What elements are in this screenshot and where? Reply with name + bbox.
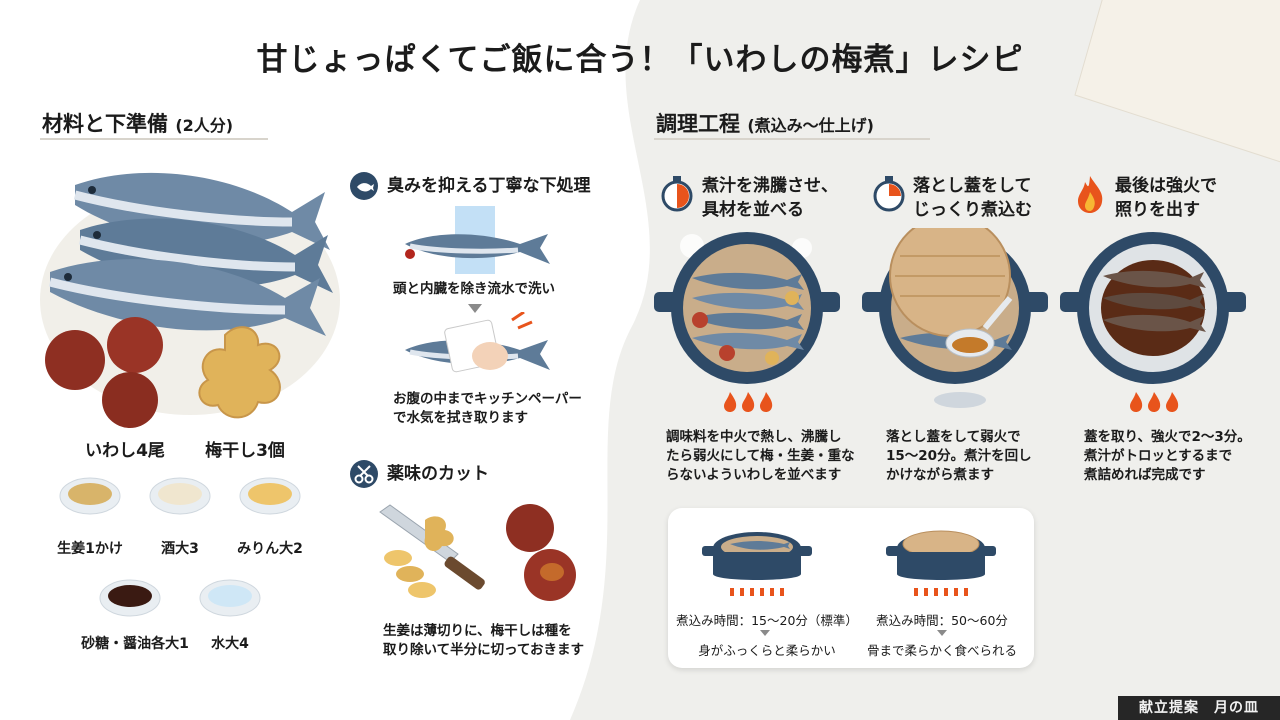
comparison-time-standard: 煮込み時間：15〜20分（標準） (676, 613, 858, 628)
ingredient-label-mirin: みりん大2 (237, 541, 303, 557)
cooking-divider (654, 138, 930, 140)
bowl-mirin-icon (239, 477, 301, 515)
flame-low-icon (724, 392, 773, 412)
arrow-down-icon (760, 630, 770, 636)
step3-title-line2: 照りを出す (1115, 200, 1200, 220)
cooking-heading: 調理工程 (煮込み〜仕上げ) (656, 108, 874, 138)
flame-high-icon (1130, 392, 1179, 412)
cut-heading: 薬味のカット (387, 464, 489, 484)
seasoning-bowls (59, 477, 301, 617)
wooden-lid-icon (889, 228, 1011, 337)
step1-desc-line3: らないよういわしを並べます (666, 467, 842, 483)
step1-title-line2: 具材を並べる (702, 200, 804, 220)
pot-small-lid-icon (886, 530, 996, 596)
step2-desc-line2: 15〜20分。煮汁を回し (886, 448, 1032, 464)
step1-title-line1: 煮汁を沸騰させ、 (702, 176, 838, 196)
ginger-icon (198, 326, 281, 419)
pot-simmering-illustration (654, 232, 840, 384)
cooking-heading-sub: (煮込み〜仕上げ) (747, 116, 874, 135)
step2-title-line1: 落とし蓋をして (913, 176, 1032, 196)
page-title: 甘じょっぱくてご飯に合う！「いわしの梅煮」レシピ (256, 42, 1024, 78)
sardine-icon (48, 259, 326, 336)
cut-ingredients-illustration (379, 504, 576, 601)
step1-desc-line1: 調味料を中火で熱し、沸騰し (666, 429, 842, 445)
pot-lid-illustration (862, 228, 1048, 408)
step2-desc-line3: かけながら煮ます (886, 467, 994, 483)
paper-note-decoration (1074, 0, 1280, 163)
step3-desc-line1: 蓋を取り、強火で2〜3分。 (1084, 429, 1251, 445)
timer-icon (873, 176, 905, 212)
scissors-icon (350, 460, 378, 488)
cut-desc-line2: 取り除いて半分に切っておきます (383, 642, 585, 658)
bowl-water-icon (199, 579, 261, 617)
ingredient-label-sake: 酒大3 (161, 541, 199, 557)
ingredients-heading-sub: (2人分) (175, 116, 234, 135)
pat-dry-illustration (405, 312, 550, 373)
flame-icon (1078, 176, 1103, 213)
footer-brand: 献立提案 月の皿 (1118, 696, 1280, 720)
step2-desc-line1: 落とし蓋をして弱火で (886, 429, 1021, 445)
ingredients-illustration (40, 172, 340, 428)
cooking-heading-main: 調理工程 (656, 112, 740, 136)
comparison-result-long: 骨まで柔らかく食べられる (866, 643, 1017, 658)
comparison-result-standard: 身がふっくらと柔らかい (698, 643, 836, 658)
step3-desc-line2: 煮汁がトロッとするまで (1084, 448, 1233, 464)
sardine-icon (692, 272, 804, 350)
ingredients-heading-main: 材料と下準備 (42, 112, 168, 136)
deodorize-step2-line2: で水気を拭き取ります (393, 410, 528, 426)
timer-icon (661, 176, 693, 212)
sardine-icon (1103, 270, 1206, 332)
rinse-fish-illustration (405, 206, 550, 274)
ginger-slice-icon (384, 516, 454, 598)
ingredients-divider (40, 138, 268, 140)
fish-wash-icon (350, 172, 378, 200)
umeboshi-icon (45, 317, 163, 428)
step2-title-line2: じっくり煮込む (913, 200, 1032, 220)
arrow-down-icon (937, 630, 947, 636)
ingredient-label-water: 水大4 (211, 636, 249, 652)
deodorize-step2-line1: お腹の中までキッチンペーパー (393, 391, 582, 407)
step1-desc-line2: たら弱火にして梅・生姜・重な (666, 448, 855, 464)
bowl-sake-icon (149, 477, 211, 515)
arrow-down-icon (468, 304, 482, 313)
deodorize-step1: 頭と内臓を除き流水で洗い (393, 281, 555, 297)
pot-glazed-illustration (1060, 232, 1246, 384)
bowl-soy-icon (99, 579, 161, 617)
ingredient-label-sugar-soy: 砂糖・醤油各大1 (81, 636, 189, 652)
umeboshi-half-icon (506, 504, 576, 601)
step3-title-line1: 最後は強火で (1115, 176, 1217, 196)
ladle-icon (945, 296, 1013, 358)
comparison-time-long: 煮込み時間：50〜60分 (876, 613, 1008, 628)
ingredient-label-ginger: 生姜1かけ (57, 541, 123, 557)
ingredient-label-umeboshi: 梅干し3個 (205, 441, 285, 461)
pot-small-open-icon (702, 532, 812, 596)
ingredient-label-sardine: いわし4尾 (85, 441, 165, 461)
cut-desc-line1: 生姜は薄切りに、梅干しは種を (383, 623, 572, 639)
ingredients-heading: 材料と下準備 (2人分) (42, 108, 233, 138)
bowl-ginger-icon (59, 477, 121, 515)
deodorize-heading: 臭みを抑える丁寧な下処理 (387, 176, 591, 196)
step3-desc-line3: 煮詰めれば完成です (1084, 467, 1206, 483)
simmer-time-comparison-card (668, 508, 1034, 668)
